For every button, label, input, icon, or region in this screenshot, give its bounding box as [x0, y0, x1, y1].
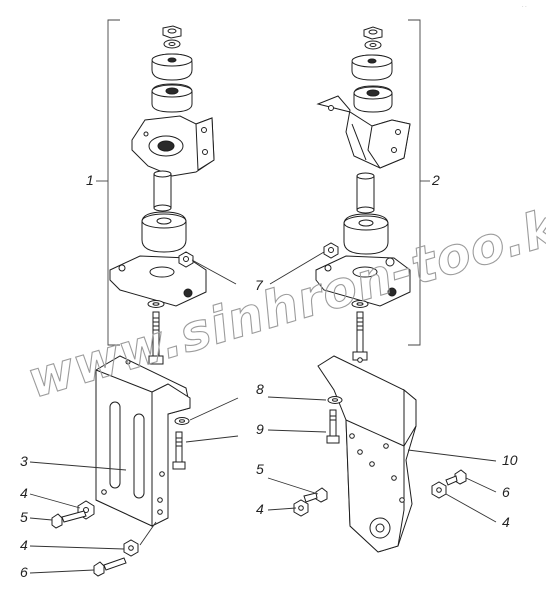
left-rubber-pad	[151, 83, 193, 113]
washer-8	[174, 417, 190, 425]
right-lower-cushion	[343, 213, 389, 255]
bolt-6-right	[445, 469, 467, 486]
callout-7: 7	[255, 277, 263, 293]
callout-10: 10	[502, 452, 518, 468]
left-upper-cushion	[151, 53, 193, 81]
left-top-washer	[163, 39, 181, 49]
left-spacer-tube	[153, 170, 172, 212]
left-nut-7	[178, 251, 194, 268]
right-long-bolt	[352, 311, 368, 361]
washer-8-right	[327, 396, 343, 404]
callout-6-left: 6	[20, 564, 28, 580]
nut-4-left-lower	[123, 539, 139, 557]
left-frame-bracket-3	[95, 355, 191, 527]
callout-2: 2	[432, 172, 440, 188]
left-support-bracket	[131, 115, 215, 177]
bolt-9-left	[172, 431, 186, 470]
callout-4-right-left: 4	[256, 501, 264, 517]
right-top-washer	[364, 40, 382, 50]
left-top-nut	[162, 25, 182, 39]
right-spacer-tube	[356, 172, 375, 214]
bolt-9-right	[326, 409, 340, 444]
left-washer-bottom	[147, 300, 165, 308]
callout-9: 9	[256, 421, 264, 437]
assembly-2-bracket	[408, 19, 430, 346]
right-nut-7	[323, 242, 339, 259]
right-frame-bracket-10	[317, 355, 417, 553]
callout-8: 8	[256, 381, 264, 397]
callout-4-left-upper: 4	[20, 485, 28, 501]
callout-5-right: 5	[256, 461, 264, 477]
callout-4-left-lower: 4	[20, 537, 28, 553]
right-rubber-pad	[353, 85, 393, 113]
right-top-nut	[363, 26, 383, 40]
right-base-plate	[315, 255, 411, 307]
nut-4-right-right	[431, 481, 447, 499]
watermark-text: www.sinhron-too.kz	[21, 189, 546, 409]
nut-4-right-left	[293, 499, 309, 517]
left-long-bolt	[148, 311, 164, 365]
right-support-bracket	[316, 95, 411, 169]
callout-5-left: 5	[20, 509, 28, 525]
bolt-6-left	[93, 557, 127, 577]
left-lower-cushion	[141, 211, 187, 253]
right-upper-cushion	[351, 54, 393, 81]
corner-scan-mark: · ·	[522, 4, 527, 10]
assembly-1-bracket	[96, 19, 120, 346]
callout-4-right-right: 4	[502, 514, 510, 530]
bolt-5-left	[51, 510, 87, 529]
callout-6-right: 6	[502, 484, 510, 500]
bolt-5-right	[303, 487, 328, 503]
callout-3: 3	[20, 453, 28, 469]
leader-lines	[29, 251, 497, 574]
right-washer-bottom	[351, 300, 369, 308]
callout-1: 1	[86, 172, 94, 188]
